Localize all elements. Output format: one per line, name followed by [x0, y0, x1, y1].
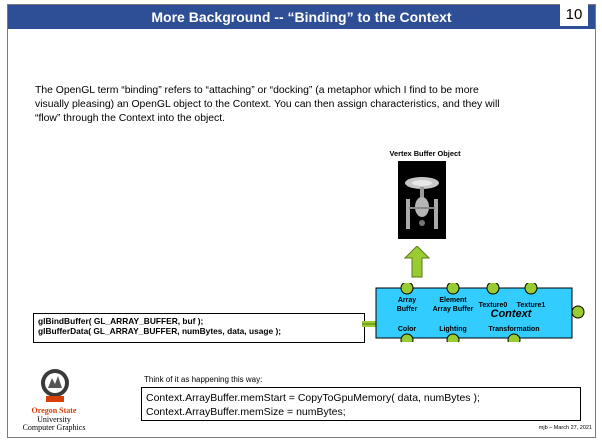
code-box: glBindBuffer( GL_ARRAY_BUFFER, buf ); gl… [33, 313, 365, 343]
starship-image [398, 161, 446, 239]
lighting-knob [446, 333, 460, 342]
context-box [375, 287, 573, 339]
slide-title: More Background -- “Binding” to the Cont… [151, 9, 452, 25]
label-texture0: Texture0 [479, 302, 508, 309]
osu-line1: Oregon State [31, 406, 77, 415]
label-array-buffer-2: Buffer [397, 306, 418, 313]
code-line: glBindBuffer( GL_ARRAY_BUFFER, buf ); [38, 316, 204, 326]
think-code-line: Context.ArrayBuffer.memStart = CopyToGpu… [146, 392, 480, 404]
bind-arrow-up-icon [404, 246, 430, 278]
label-transformation: Transformation [489, 326, 540, 333]
think-label: Think of it as happening this way: [144, 375, 263, 384]
body-text: The OpenGL term “binding” refers to “att… [35, 85, 500, 124]
osu-line3: Computer Graphics [22, 423, 86, 432]
texture1-knob [524, 283, 538, 295]
vbo-label: Vertex Buffer Object [389, 149, 461, 158]
code-line: glBufferData( GL_ARRAY_BUFFER, numBytes,… [38, 326, 282, 336]
label-element-2: Array Buffer [433, 306, 474, 313]
array-buffer-knob [400, 283, 414, 295]
context-title: Context [491, 308, 533, 320]
context-diagram: Array Buffer Element Array Buffer Textur… [375, 283, 585, 342]
think-code-line: Context.ArrayBuffer.memSize = numBytes; [146, 406, 346, 418]
osu-wordmark: Oregon State University Computer Graphic… [20, 406, 88, 433]
label-color: Color [398, 326, 417, 333]
credit: mjb – March 27, 2021 [538, 425, 592, 431]
slide-frame [7, 4, 596, 438]
title-bar [8, 5, 595, 29]
think-code-box: Context.ArrayBuffer.memStart = CopyToGpu… [141, 387, 581, 421]
label-lighting: Lighting [439, 326, 467, 333]
page-number: 10 [560, 4, 588, 26]
transformation-knob [507, 333, 521, 342]
label-texture1: Texture1 [517, 302, 546, 309]
texture0-knob [486, 283, 500, 295]
osu-line2: University [37, 414, 71, 424]
element-array-buffer-knob [446, 283, 460, 295]
right-knob [571, 305, 585, 319]
color-knob [400, 333, 414, 342]
label-element-1: Element [439, 297, 467, 304]
osu-seal-icon [41, 369, 69, 402]
label-array-buffer-1: Array [398, 297, 416, 304]
